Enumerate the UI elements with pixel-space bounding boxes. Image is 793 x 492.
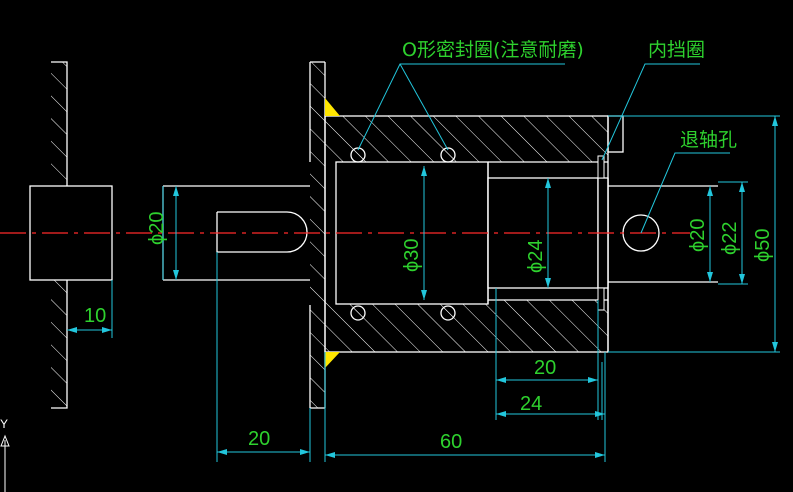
dim-d20-right: ϕ20	[687, 219, 709, 252]
o-ring-3	[350, 305, 366, 321]
o-ring-2	[440, 147, 456, 163]
dim-d20-pin: ϕ20	[146, 212, 168, 245]
inner-retainer-top	[597, 155, 605, 179]
annotation-ejector-hole: 退轴孔	[680, 129, 737, 151]
weld-top	[325, 98, 340, 116]
ucs-icon: Y	[0, 417, 10, 492]
dim-60: 60	[440, 431, 462, 453]
dim-d30: ϕ30	[401, 239, 423, 272]
o-ring-4	[440, 305, 456, 321]
dim-d22: ϕ22	[719, 222, 741, 255]
o-rings	[350, 147, 456, 321]
dim-d50: ϕ50	[752, 229, 774, 262]
inner-retainer-bottom	[597, 287, 605, 311]
middle-flange-plate	[309, 61, 326, 409]
annotation-inner-retainer: 内挡圈	[648, 39, 705, 61]
weld-bottom	[325, 352, 340, 368]
leader-lines	[357, 63, 730, 234]
left-flange-plate	[29, 61, 113, 409]
annotation-o-ring: O形密封圈(注意耐磨)	[402, 39, 584, 61]
dim-24: 24	[520, 393, 542, 415]
extension-lines	[67, 115, 780, 462]
dim-20-left: 20	[248, 428, 270, 450]
end-cap-upper	[607, 115, 624, 153]
ucs-axis-label: Y	[0, 417, 8, 431]
housing-body	[324, 115, 718, 353]
dim-20-right: 20	[534, 357, 556, 379]
dim-10: 10	[84, 305, 106, 327]
o-ring-1	[350, 147, 366, 163]
dim-d24: ϕ24	[525, 240, 547, 273]
dimension-arrows	[67, 116, 778, 458]
